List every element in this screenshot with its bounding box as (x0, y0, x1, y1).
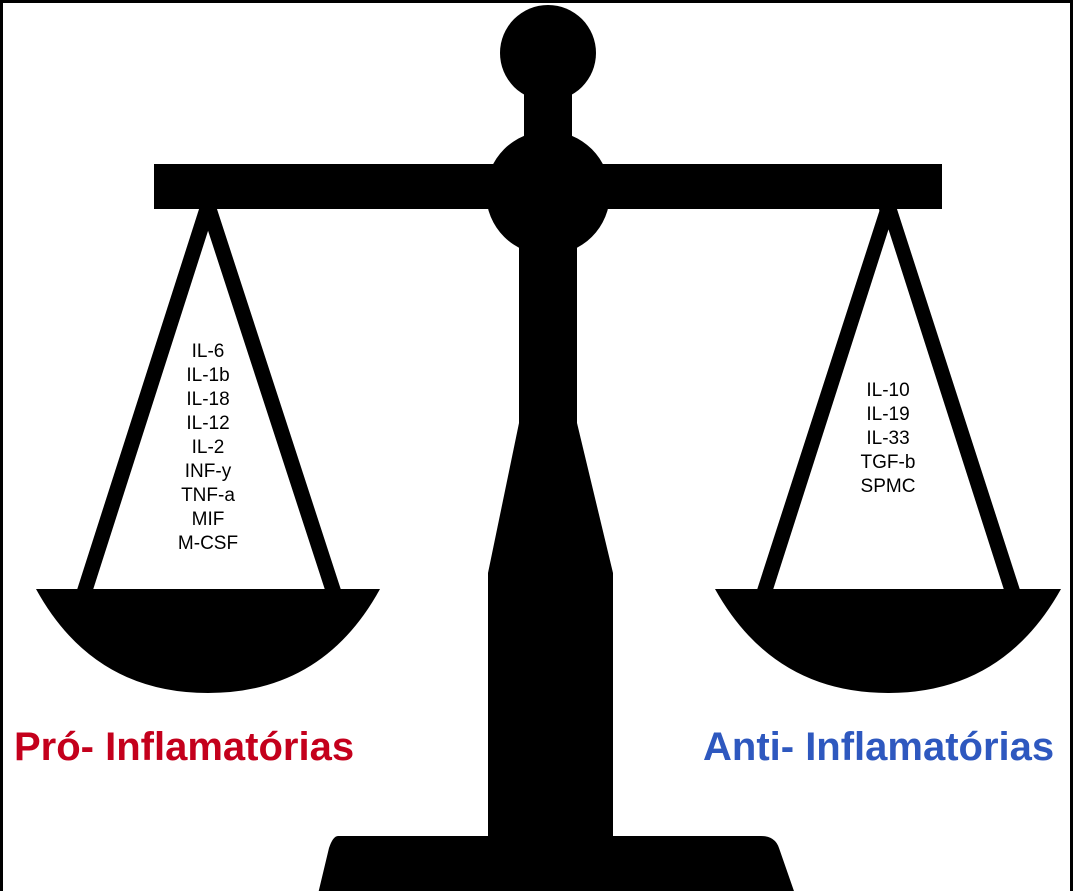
pro-cytokine-item: IL-12 (153, 412, 263, 436)
anti-cytokine-item: IL-10 (833, 379, 943, 403)
anti-cytokine-item: IL-19 (833, 403, 943, 427)
left-pan-pivot (199, 199, 217, 217)
pro-cytokine-item: IL-2 (153, 436, 263, 460)
pro-cytokine-item: M-CSF (153, 532, 263, 556)
anti-cytokine-item: SPMC (833, 475, 943, 499)
pro-inflammatory-cytokine-list: IL-6 IL-1b IL-18 IL-12 IL-2 INF-y TNF-a … (153, 340, 263, 556)
anti-inflammatory-cytokine-list: IL-10 IL-19 IL-33 TGF-b SPMC (833, 379, 943, 499)
right-pan (715, 589, 1061, 693)
pro-cytokine-item: IL-6 (153, 340, 263, 364)
pro-cytokine-item: IL-1b (153, 364, 263, 388)
anti-inflammatory-label: Anti- Inflamatórias (703, 723, 1054, 771)
pro-cytokine-item: TNF-a (153, 484, 263, 508)
right-pan-pivot (879, 199, 897, 217)
scale-column (488, 423, 613, 891)
anti-cytokine-item: IL-33 (833, 427, 943, 451)
pro-cytokine-item: INF-y (153, 460, 263, 484)
left-pan (36, 589, 380, 693)
scale-base (318, 836, 795, 891)
anti-cytokine-item: TGF-b (833, 451, 943, 475)
pro-inflammatory-label: Pró- Inflamatórias (14, 723, 354, 771)
pro-cytokine-item: IL-18 (153, 388, 263, 412)
pro-cytokine-item: MIF (153, 508, 263, 532)
